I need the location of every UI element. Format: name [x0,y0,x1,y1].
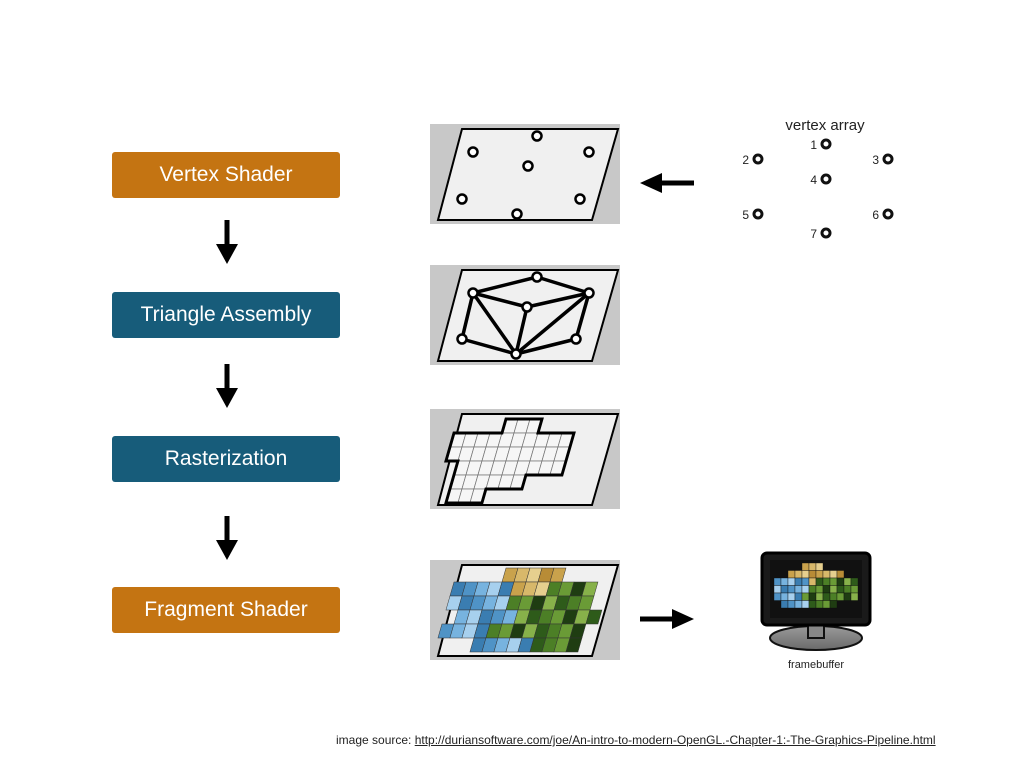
stage-label: Vertex Shader [159,163,293,186]
stage-triangle-assembly: Triangle Assembly [112,292,340,338]
right-arrow-icon [640,609,694,629]
triangles-panel-image [430,265,620,365]
fragments-panel-image [430,560,620,660]
vertex-array-diagram: vertex array 1 2 3 4 5 6 7 [742,117,894,241]
vertex-number: 2 [742,153,749,167]
raster-grid-panel-image [430,409,620,509]
left-arrow-icon [640,173,694,193]
vertex-circle-icon [820,138,832,150]
stage-fragment-shader: Fragment Shader [112,587,340,633]
stage-label: Fragment Shader [144,598,308,621]
vertex-array-title: vertex array [785,117,865,134]
vertex-circle-icon [820,227,832,239]
stage-rasterization: Rasterization [112,436,340,482]
down-arrow-icon [216,220,238,264]
monitor-caption: framebuffer [788,659,844,668]
vertex-number: 4 [810,173,817,187]
vertex-circle-icon [752,153,764,165]
source-prefix: image source: [336,733,415,747]
vertex-circle-icon [882,208,894,220]
vertex-number: 3 [872,153,879,167]
down-arrow-icon [216,364,238,408]
vertex-number: 5 [742,208,749,222]
stage-label: Triangle Assembly [140,303,312,326]
vertex-number: 7 [810,227,817,241]
monitor-icon: framebuffer [760,551,872,668]
vertex-number: 6 [872,208,879,222]
vertex-circle-icon [820,173,832,185]
down-arrow-icon [216,516,238,560]
vertex-circle-icon [882,153,894,165]
vertices-panel-image [430,124,620,224]
vertex-circle-icon [752,208,764,220]
image-source-note: image source: http://duriansoftware.com/… [336,733,936,747]
stage-label: Rasterization [164,447,288,470]
stage-vertex-shader: Vertex Shader [112,152,340,198]
vertex-number: 1 [810,138,817,152]
source-link[interactable]: http://duriansoftware.com/joe/An-intro-t… [414,733,936,747]
